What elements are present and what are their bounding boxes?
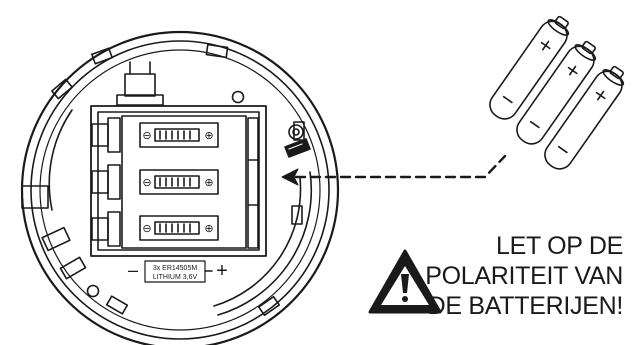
spare-battery-3 — [544, 65, 625, 170]
terminal-minus-1: ⊖ — [142, 130, 151, 142]
terminal-minus-3: ⊖ — [142, 223, 151, 235]
spare-battery-1 — [489, 15, 570, 120]
battery-slots — [139, 122, 219, 241]
warning-triangle-icon — [368, 249, 442, 314]
battery-label-plus: + — [216, 260, 228, 282]
battery-slot-3 — [139, 215, 219, 241]
battery-slot-1 — [139, 122, 219, 148]
spare-battery-2 — [516, 40, 597, 145]
battery-label-minus: – — [128, 260, 138, 280]
battery-tray — [90, 105, 267, 257]
battery-slot-2 — [139, 169, 219, 195]
terminal-plus-1: ⊕ — [204, 130, 213, 142]
housing-tabs — [21, 43, 305, 317]
insertion-arrow — [281, 154, 507, 186]
battery-label-line2: LITHIUM 3,6V — [153, 274, 198, 281]
battery-label-line1: 3x ER14505M — [153, 265, 198, 272]
terminal-plus-3: ⊕ — [204, 223, 213, 235]
mounting-clip — [284, 124, 311, 158]
top-connector — [116, 61, 164, 106]
battery-label: 3x ER14505M LITHIUM 3,6V – + — [128, 260, 228, 283]
terminal-plus-2: ⊕ — [204, 177, 213, 189]
terminal-minus-2: ⊖ — [142, 177, 151, 189]
warning-line-2: POLARITEIT VAN — [425, 262, 623, 290]
spare-batteries — [489, 15, 625, 170]
warning-line-3: DE BATTERIJEN! — [427, 292, 624, 320]
terminal-symbols: ⊖ ⊕ ⊖ ⊕ ⊖ ⊕ — [142, 130, 213, 235]
warning-line-1: LET OP DE — [496, 232, 623, 260]
